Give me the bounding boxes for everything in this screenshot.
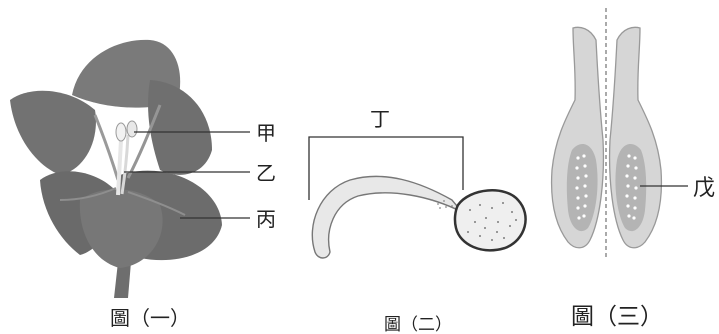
flower-petal-vein [59,187,117,201]
flower-petal-back-right [148,80,212,175]
flower-petal-vein [127,191,186,216]
flower-stem [114,262,131,298]
ovules-left [575,154,588,220]
caption-figure-2: 圖（二） [384,315,452,334]
ovary-section-figure: 戊 圖（三） [550,8,715,330]
ovary-locule-right [615,144,647,232]
flower-petal-back-left [10,90,96,175]
pollen-grain-cytoplasm [467,202,517,241]
pollen-tube-cytoplasm [431,199,453,209]
caption-figure-3: 圖（三） [571,304,663,330]
flower-stigma [115,122,127,142]
pollen-grain [453,189,527,252]
caption-figure-1: 圖（一） [110,306,190,330]
flower-petal-lower-center [79,189,163,268]
ovary-locule-left [566,144,598,232]
label-jia: 甲 [256,121,276,145]
label-bing: 丙 [256,207,276,231]
flower-anther [126,120,138,138]
label-yi: 乙 [256,161,276,185]
flower-pistil-style [116,139,123,196]
label-wu: 戊 [693,176,715,201]
ovules-right [625,154,638,220]
pollen-tube [311,175,463,259]
pollen-tube-figure: 丁 圖（二） [308,107,527,334]
flower-stamen [120,134,130,195]
bracket-ding [308,136,464,200]
flower-petal-vein [93,114,120,181]
flower-figure: 甲 乙 丙 圖（一） [10,39,276,330]
label-ding: 丁 [370,107,390,131]
